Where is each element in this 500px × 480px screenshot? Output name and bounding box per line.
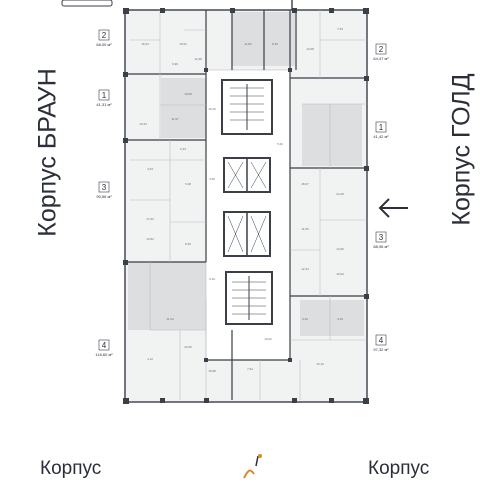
building-label-braun: Корпус БРАУН [33, 68, 62, 237]
apartment-area: 97,32 м² [373, 347, 389, 352]
apartment-highlight [300, 300, 364, 336]
logo-icon [243, 454, 262, 479]
core [221, 79, 273, 325]
apartment-area: 90,56 м² [96, 194, 112, 199]
room-area-label: 10,33 [139, 122, 147, 126]
room-area-label: 7,53 [337, 27, 343, 31]
bottom-word-left: Корпус [40, 458, 102, 479]
room-area-label: 10,02 [264, 337, 272, 341]
apartment-marker: 4 116,60 м² [95, 339, 113, 357]
room-area-label: 15,88 [208, 369, 216, 373]
apartment-rooms: 2 [379, 45, 384, 54]
apartment-rooms: 4 [379, 336, 384, 345]
apartment-area: 64,47 м² [373, 56, 389, 61]
room-area-label: 17,03 [146, 217, 154, 221]
apartment-area: 116,60 м² [95, 352, 113, 357]
apartment-rooms: 3 [102, 183, 107, 192]
room-area-label: 20,35 [184, 345, 192, 349]
apartment-marker: 1 41,42 м² [373, 121, 389, 139]
arrow-left-icon [378, 198, 408, 218]
room-area-label: 13,68 [306, 47, 314, 51]
apartment-marker: 2 68,00 м² [96, 29, 112, 47]
room-area-label: 11,97 [171, 117, 179, 121]
room-area-label: 14,82 [146, 237, 154, 241]
compass-box [61, 0, 113, 7]
apartment-area: 41,42 м² [373, 134, 389, 139]
room-area-label: 7,91 [247, 367, 253, 371]
room-area-label: 6,33 [180, 147, 186, 151]
room-area-label: 12,48 [194, 57, 202, 61]
apartment-marker: 3 88,96 м² [373, 231, 389, 249]
apartment-labels: 2 68,00 м² 2 64,47 м² 1 41,31 м² 1 41,42 м² 3 90,… [95, 29, 389, 357]
apartment-highlight [128, 262, 206, 330]
room-area-label: 9,10 [209, 277, 215, 281]
columns [123, 8, 369, 404]
room-area-label: 11,65 [301, 227, 309, 231]
apartment-marker: 2 64,47 м² [373, 43, 389, 61]
apartment-rooms: 3 [379, 233, 384, 242]
apartment-rooms: 1 [379, 123, 384, 132]
apartment-rooms: 4 [102, 341, 107, 350]
room-area-label: 13,19 [316, 362, 324, 366]
room-area-label: 12,44 [301, 267, 309, 271]
room-area-label: 10,91 [179, 42, 187, 46]
apartment-rooms: 2 [102, 31, 107, 40]
room-partitions [130, 10, 367, 400]
room-area-label: 15,20 [208, 107, 216, 111]
room-area-label: 5,62 [277, 142, 283, 146]
bottom-word-right: Корпус [368, 458, 430, 479]
building-label-gold: Корпус ГОЛД [447, 73, 476, 226]
room-area-label: 11,86 [244, 42, 252, 46]
room-area-label: 8,52 [185, 242, 191, 246]
room-area-label: 19,58 [184, 92, 192, 96]
room-area-label: 6,99 [172, 62, 178, 66]
room-area-label: 11,34 [166, 317, 174, 321]
apartment-area: 88,96 м² [373, 244, 389, 249]
room-area-label: 16,63 [141, 42, 149, 46]
apartment-marker: 1 41,31 м² [96, 89, 112, 107]
apartment-marker: 3 90,56 м² [96, 181, 112, 199]
apartment-rooms: 1 [102, 91, 107, 100]
room-area-label: 14,96 [336, 247, 344, 251]
room-area-label: 3,66 [209, 177, 215, 181]
room-labels: 16,63 10,91 12,48 6,99 11,86 8,46 13,68 7,53 19,… [139, 27, 344, 373]
room-area-label: 4,63 [147, 167, 153, 171]
room-area-label: 6,40 [302, 317, 308, 321]
room-area-label: 24,28 [336, 192, 344, 196]
apartment-highlight [302, 104, 362, 166]
room-area-label: 4,12 [147, 357, 153, 361]
room-area-label: 18,67 [301, 182, 309, 186]
room-area-label: 5,48 [185, 182, 191, 186]
apartment-marker: 4 97,32 м² [373, 334, 389, 352]
apartment-area: 41,31 м² [96, 102, 112, 107]
room-area-label: 3,23 [337, 317, 343, 321]
apartment-highlight [161, 78, 206, 138]
room-area-label: 8,46 [272, 42, 278, 46]
apartment-area: 68,00 м² [96, 42, 112, 47]
room-area-label: 16,93 [336, 272, 344, 276]
